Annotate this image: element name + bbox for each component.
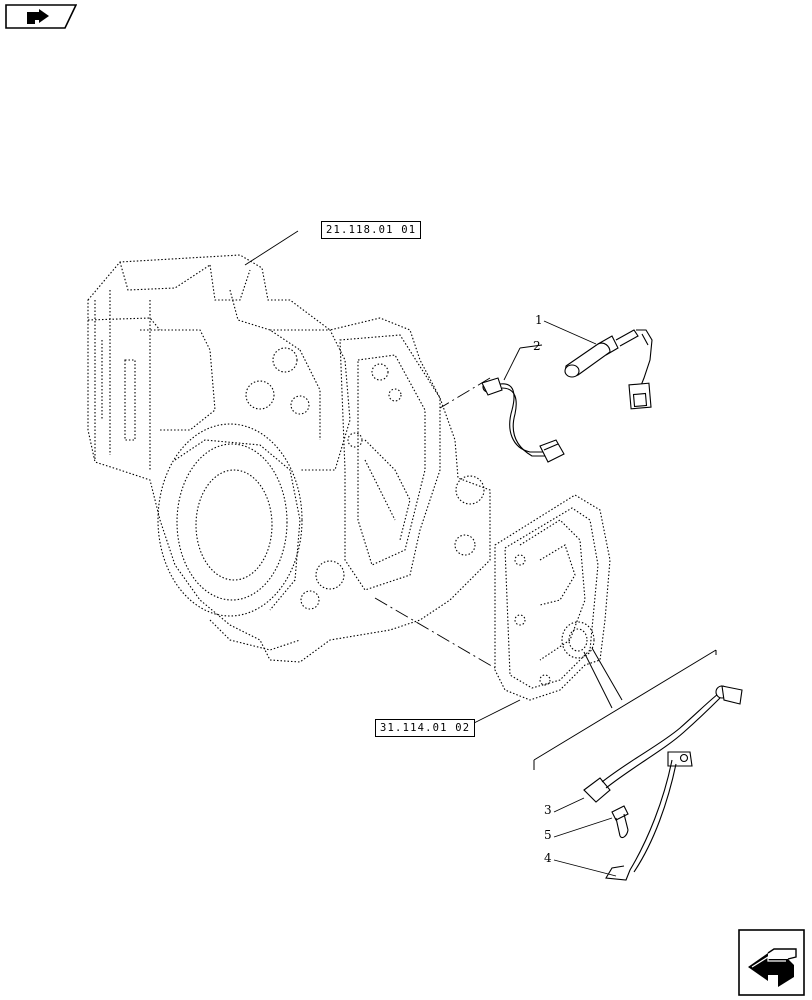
support-bracket	[605, 751, 693, 881]
transmission-housing	[87, 254, 491, 663]
bolt	[611, 805, 629, 839]
callout-4: 4	[544, 851, 552, 865]
speed-sensor-cable	[583, 685, 743, 803]
reference-box-upper[interactable]: 21.118.01 01	[321, 221, 422, 239]
reference-box-lower[interactable]: 31.114.01 02	[375, 719, 476, 737]
next-page-arrow[interactable]	[738, 929, 805, 996]
temperature-sensor	[564, 329, 653, 410]
callout-3: 3	[544, 803, 552, 817]
previous-page-tab[interactable]	[5, 4, 77, 29]
wiring-harness	[481, 377, 565, 463]
callout-2: 2	[533, 339, 541, 353]
callout-1: 1	[535, 313, 543, 327]
leader-lines	[244, 230, 617, 877]
side-cover	[494, 494, 611, 701]
arrow-return-icon	[738, 929, 805, 996]
alignment-line	[374, 597, 496, 669]
callout-5: 5	[544, 828, 552, 842]
detail-indicator-lines	[533, 647, 717, 770]
arrow-right-icon	[5, 4, 77, 29]
